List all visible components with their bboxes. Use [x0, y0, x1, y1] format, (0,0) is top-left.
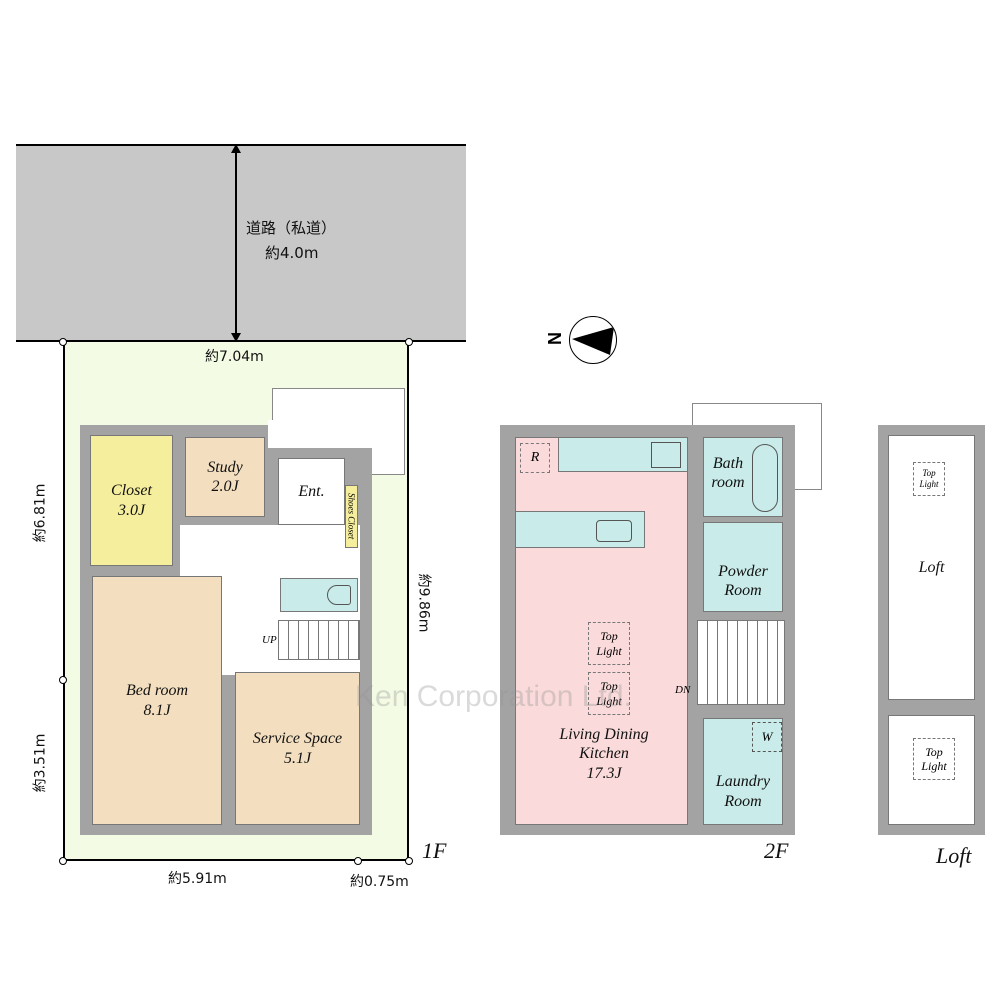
- top-light: Top Light: [588, 672, 630, 715]
- room-loft-lower: [888, 715, 975, 825]
- left-upper-dim: 約6.81m: [32, 483, 49, 543]
- bathtub-icon: [752, 444, 778, 512]
- arrow-head-down: [231, 333, 241, 342]
- bottom-side-dim: 約0.75m: [350, 874, 409, 890]
- stairs-down-label: DN: [675, 684, 691, 696]
- room-powder: Powder Room: [703, 522, 783, 612]
- boundary-point: [59, 857, 67, 865]
- watermark: Ken Corporation Ltd.: [355, 680, 632, 713]
- north-compass-icon: [569, 316, 617, 364]
- boundary-point: [405, 338, 413, 346]
- right-depth-dim: 約9.86m: [415, 573, 432, 633]
- room-loft: Loft: [888, 435, 975, 700]
- arrow-head-up: [231, 144, 241, 153]
- kitchen-island: [515, 511, 645, 548]
- top-light: Top Light: [588, 622, 630, 665]
- compass-arrow-icon: [572, 327, 614, 355]
- frontage-dim: 約7.04m: [205, 349, 264, 365]
- stairs-2f: [697, 620, 785, 705]
- toilet-room: [280, 578, 358, 612]
- fridge-space: R: [520, 443, 550, 473]
- kitchen-counter: [558, 437, 688, 472]
- north-marker-icon: N: [545, 332, 565, 345]
- top-light: Top Light: [913, 462, 945, 496]
- bottom-main-dim: 約5.91m: [168, 871, 227, 887]
- boundary-point: [59, 676, 67, 684]
- room-laundry: Laundry Room: [703, 718, 783, 825]
- road: [16, 144, 466, 342]
- stairs-1f: [278, 620, 360, 660]
- road-width: 約4.0m: [265, 244, 319, 262]
- room-ldk: [515, 437, 688, 825]
- boundary-point: [405, 857, 413, 865]
- road-label: 道路（私道）: [246, 219, 337, 237]
- left-lower-dim: 約3.51m: [32, 733, 49, 793]
- shoes-closet: Shoes Closet: [345, 485, 358, 548]
- room-entrance: Ent.: [278, 458, 345, 525]
- top-light: Top Light: [913, 738, 955, 780]
- sink-icon: [596, 520, 632, 542]
- floor2-label: 2F: [764, 838, 789, 863]
- boundary-point: [59, 338, 67, 346]
- floor1-label: 1F: [422, 838, 447, 863]
- stairs-up-label: UP: [262, 634, 277, 646]
- boundary-point: [354, 857, 362, 865]
- toilet-icon: [327, 585, 351, 605]
- road-width-arrow: [235, 146, 237, 342]
- washer-space: W: [752, 722, 782, 752]
- stove-icon: [651, 442, 681, 468]
- loft-label: Loft: [936, 843, 972, 868]
- room-bath: Bath room: [703, 437, 783, 517]
